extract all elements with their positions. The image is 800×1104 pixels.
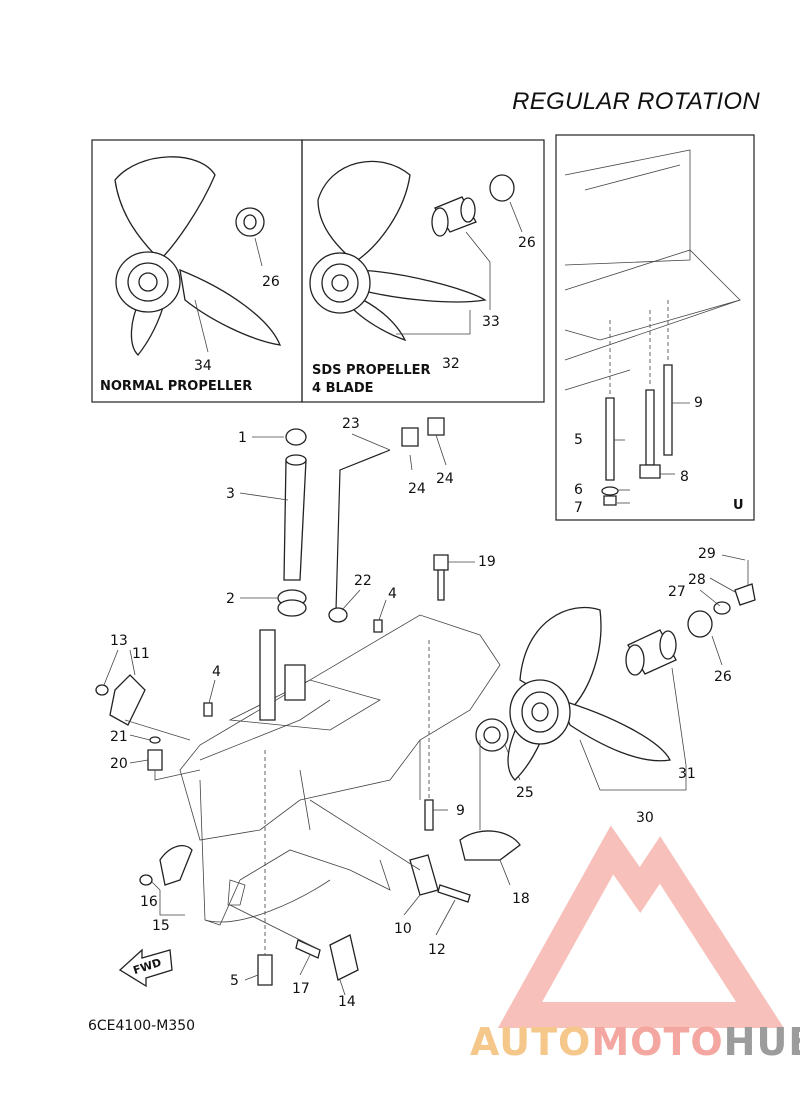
watermark-part3: HUB [723, 1020, 800, 1064]
callout-c8: 8 [680, 469, 689, 485]
diagram-title: REGULAR ROTATION [512, 88, 760, 115]
callout-c26c: 26 [714, 669, 732, 685]
fwd-arrow-icon [118, 948, 173, 988]
callout-c13: 13 [110, 633, 128, 649]
u-panel-label: U [733, 498, 744, 513]
sds-propeller-drawing [309, 160, 523, 342]
callout-c31: 31 [678, 766, 696, 782]
callout-c20: 20 [110, 756, 128, 772]
callout-c26b: 26 [518, 235, 536, 251]
callout-c9b: 9 [456, 803, 465, 819]
sds-propeller-label-line1: SDS PROPELLER [312, 363, 431, 378]
diagram-code: 6CE4100-M350 [88, 1018, 196, 1034]
callout-c9a: 9 [694, 395, 703, 411]
gearcase-housing-drawing [179, 614, 501, 926]
callout-c15: 15 [152, 918, 170, 934]
u-housing-drawing [564, 149, 741, 506]
callout-c23: 23 [342, 416, 360, 432]
callout-c5a: 5 [574, 432, 583, 448]
normal-propeller-drawing [114, 156, 282, 356]
callout-c4b: 4 [212, 664, 221, 680]
callout-c5b: 5 [230, 973, 239, 989]
callout-c11: 11 [132, 646, 150, 662]
callout-c19: 19 [478, 554, 496, 570]
callout-c2: 2 [226, 591, 235, 607]
callout-c22: 22 [354, 573, 372, 589]
callout-labels: 1234455678991011121314151617181920212223… [110, 235, 732, 1010]
watermark-text: AUTOMOTOHUB [470, 1020, 800, 1064]
u-variant-panel [555, 134, 755, 521]
watermark-logo-icon [497, 825, 784, 1028]
callout-c17: 17 [292, 981, 310, 997]
watermark-part1: AUTO [470, 1020, 592, 1064]
loose-parts-drawing [95, 417, 521, 996]
callout-c32: 32 [442, 356, 460, 372]
watermark-part2: MOTO [591, 1020, 724, 1064]
callout-c7: 7 [574, 500, 583, 516]
callout-c4a: 4 [388, 586, 397, 602]
sds-propeller-label-line2: 4 BLADE [312, 381, 374, 396]
callout-c30: 30 [636, 810, 654, 826]
callout-c25: 25 [516, 785, 534, 801]
callout-c12: 12 [428, 942, 446, 958]
callout-c33: 33 [482, 314, 500, 330]
callout-c21: 21 [110, 729, 128, 745]
callout-c3: 3 [226, 486, 235, 502]
callout-c10: 10 [394, 921, 412, 937]
main-propeller-drawing [507, 554, 756, 791]
callout-c27: 27 [668, 584, 686, 600]
callout-c1: 1 [238, 430, 247, 446]
normal-propeller-label: NORMAL PROPELLER [100, 379, 253, 394]
callout-c34: 34 [194, 358, 212, 374]
callout-c6: 6 [574, 482, 583, 498]
sds-propeller-panel [301, 139, 545, 403]
callout-c28: 28 [688, 572, 706, 588]
callout-c29: 29 [698, 546, 716, 562]
callout-c14: 14 [338, 994, 356, 1010]
callout-c16: 16 [140, 894, 158, 910]
callout-c26a: 26 [262, 274, 280, 290]
callout-c18: 18 [512, 891, 530, 907]
callout-c24a: 24 [408, 481, 426, 497]
callout-c24b: 24 [436, 471, 454, 487]
